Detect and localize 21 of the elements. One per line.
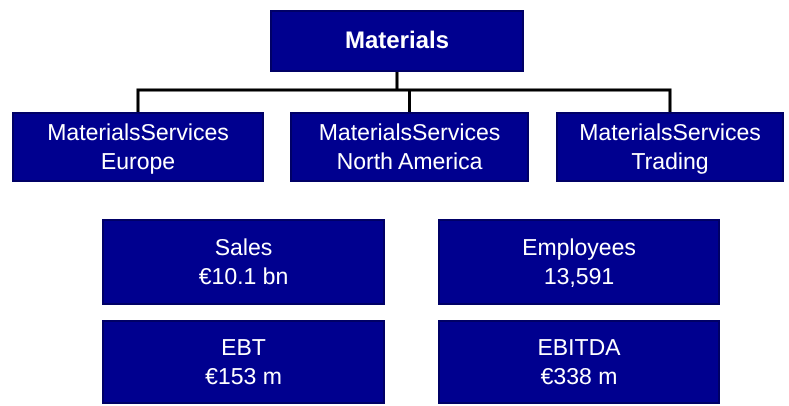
division-box: [12, 112, 264, 182]
metric-box: [438, 219, 720, 305]
node-title: Materials: [344, 26, 450, 56]
metric-box: [102, 320, 385, 404]
node-value: €153 m: [205, 362, 282, 391]
division-box: [556, 112, 784, 182]
division-box: [290, 112, 529, 182]
metric-box: [102, 219, 385, 305]
node-title: MaterialsServices Trading: [578, 118, 762, 176]
node-value: 13,591: [544, 262, 614, 291]
node-title: MaterialsServices Europe: [46, 118, 230, 176]
segment-box: [270, 10, 524, 72]
node-title: Employees: [522, 233, 636, 262]
node-title: MaterialsServices North America: [318, 118, 502, 176]
node-value: €10.1 bn: [198, 262, 288, 291]
node-title: Sales: [214, 233, 272, 262]
node-title: EBT: [221, 333, 266, 362]
node-value: €338 m: [540, 362, 618, 391]
node-title: EBITDA: [537, 333, 621, 362]
connector-line: [396, 72, 672, 112]
metric-box: [438, 320, 720, 404]
